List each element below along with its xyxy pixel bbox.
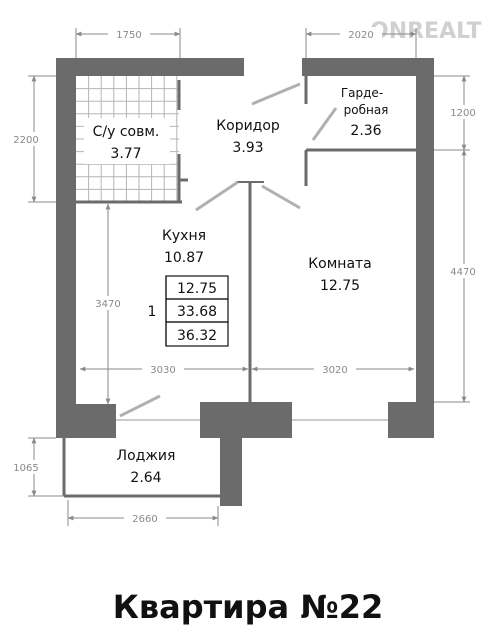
dim-top-left: 1750: [116, 30, 141, 41]
room-name: Комната: [308, 256, 372, 272]
dim-bottom-left: 3030: [150, 365, 175, 376]
dim-right-top: 1200: [450, 108, 475, 119]
page-title: Квартира №22: [113, 588, 384, 626]
dim-top-right: 2020: [348, 30, 373, 41]
kitchen-area: 10.87: [164, 250, 204, 266]
kitchen-name: Кухня: [162, 228, 206, 244]
loggia-area: 2.64: [130, 470, 161, 486]
corridor-area: 3.93: [232, 140, 263, 156]
dim-loggia-height: 1065: [13, 463, 38, 474]
area-summary-table: 1 12.75 33.68 36.32: [148, 275, 229, 347]
wardrobe-name-2: робная: [344, 103, 389, 117]
corridor-name: Коридор: [216, 118, 280, 134]
dim-left-bottom: 3470: [95, 299, 120, 310]
rooms-count: 1: [148, 304, 157, 320]
bathroom-name: С/у совм.: [93, 124, 160, 140]
living-area: 12.75: [177, 281, 217, 297]
total-with-loggia: 36.32: [177, 328, 217, 344]
loggia-name: Лоджия: [117, 448, 176, 464]
partitions: [62, 76, 416, 498]
door-swings: [119, 82, 338, 418]
wardrobe-name-1: Гарде-: [341, 86, 383, 100]
bathroom-area: 3.77: [110, 146, 141, 162]
dim-bottom-right: 3020: [322, 365, 347, 376]
dimension-labels: 1750 2020 2200 3470 1200 4470 3030 3020 …: [6, 27, 484, 525]
room-area: 12.75: [320, 278, 360, 294]
room-labels: С/у совм. 3.77 Коридор 3.93 Гарде- робна…: [84, 86, 388, 486]
wardrobe-area: 2.36: [350, 123, 381, 139]
walls: [56, 58, 434, 506]
total-area: 33.68: [177, 304, 217, 320]
dim-right-bottom: 4470: [450, 267, 475, 278]
watermark: ONREALT: [370, 19, 482, 44]
dim-left-top: 2200: [13, 135, 38, 146]
dim-loggia-width: 2660: [132, 514, 157, 525]
